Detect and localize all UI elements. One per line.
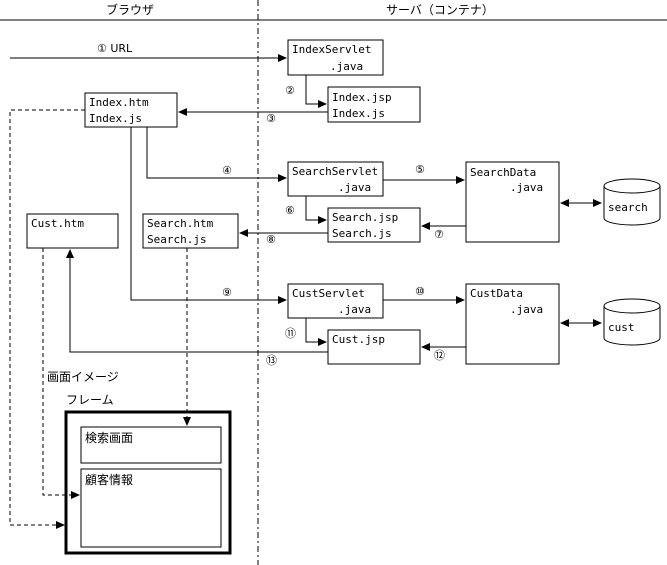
arrow-step-10: ⑩ [383,285,465,304]
frame-caption: フレーム [66,393,114,407]
search-data-box: SearchData .java [465,161,560,243]
dashed-index-to-frame [9,109,85,529]
svg-text:Index.jsp: Index.jsp [332,91,392,104]
cust-htm-box: Cust.htm [26,213,119,249]
svg-text:⑤: ⑤ [415,163,425,176]
screen-image-caption: 画面イメージ [47,370,119,384]
svg-text:Search.htm: Search.htm [147,217,214,230]
index-htm-box: Index.htm Index.js [84,92,178,128]
svg-text:Index.js: Index.js [89,112,142,125]
svg-text:.java: .java [510,303,543,316]
index-servlet-box: IndexServlet .java [287,39,384,76]
svg-text:Search.jsp: Search.jsp [332,211,398,224]
svg-text:④: ④ [222,164,232,177]
arrow-step-1: ① URL [10,42,287,62]
arrow-step-3: ③ [178,108,328,125]
server-header: サーバ（コンテナ） [386,3,494,17]
svg-text:③: ③ [266,112,276,125]
svg-text:CustServlet: CustServlet [292,287,365,300]
svg-text:Index.js: Index.js [332,107,385,120]
cust-database: cust [603,298,661,346]
search-servlet-box: SearchServlet .java [287,161,384,197]
svg-text:① URL: ① URL [97,42,133,55]
svg-text:②: ② [285,84,295,97]
arrow-step-9: ⑨ [130,127,287,304]
svg-text:.java: .java [338,181,371,194]
svg-text:⑬: ⑬ [266,354,277,367]
browser-header: ブラウザ [106,2,154,17]
svg-text:CustData: CustData [470,287,523,300]
svg-text:SearchServlet: SearchServlet [292,165,378,178]
svg-text:cust: cust [608,321,635,334]
arrow-step-5: ⑤ [383,163,465,184]
svg-text:顧客情報: 顧客情報 [85,472,133,487]
search-database: search [603,178,661,226]
frame-window: 検索画面 顧客情報 [64,410,232,555]
svg-text:.java: .java [510,181,543,194]
svg-text:Index.htm: Index.htm [89,96,149,109]
search-jsp-box: Search.jsp Search.js [327,207,421,243]
svg-text:.java: .java [338,303,371,316]
svg-text:⑦: ⑦ [434,228,444,241]
arrow-step-2: ② [285,75,327,108]
svg-text:⑫: ⑫ [434,349,445,362]
index-jsp-box: Index.jsp Index.js [327,86,421,123]
svg-text:search: search [608,201,648,214]
svg-text:⑨: ⑨ [222,286,232,299]
arrow-step-7: ⑦ [421,222,466,241]
cust-jsp-box: Cust.jsp [327,329,421,365]
arrow-step-13: ⑬ [66,249,328,367]
svg-text:⑩: ⑩ [415,285,425,298]
arrow-step-12: ⑫ [421,343,466,362]
svg-text:IndexServlet: IndexServlet [292,43,371,56]
svg-text:Cust.jsp: Cust.jsp [332,333,385,346]
svg-text:Cust.htm: Cust.htm [31,217,84,230]
arrow-step-11: ⑪ [285,318,327,346]
arrow-step-6: ⑥ [285,196,327,224]
cust-servlet-box: CustServlet .java [287,283,384,319]
arrow-step-8: ⑧ [239,229,328,246]
cust-data-box: CustData .java [465,283,560,365]
svg-text:Search.js: Search.js [332,227,392,240]
svg-text:.java: .java [330,60,363,73]
svg-text:⑧: ⑧ [266,233,276,246]
dashed-cust-to-bottom-pane [42,248,80,499]
search-htm-box: Search.htm Search.js [142,213,239,249]
svg-text:検索画面: 検索画面 [85,431,133,445]
svg-text:Search.js: Search.js [147,233,207,246]
svg-text:⑥: ⑥ [285,204,295,217]
svg-text:⑪: ⑪ [285,327,296,340]
arrow-step-4: ④ [146,127,287,182]
svg-text:SearchData: SearchData [470,166,536,179]
